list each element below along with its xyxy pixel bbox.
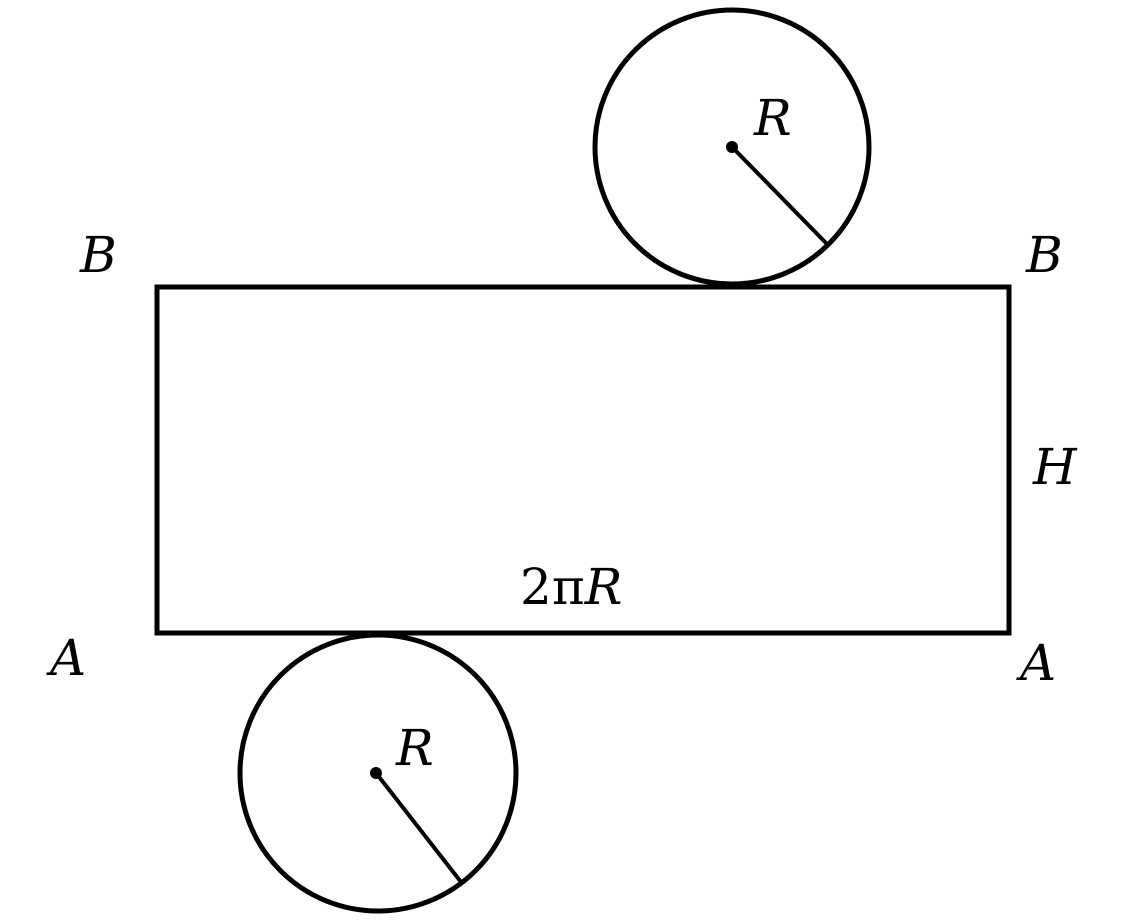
label-top-right-b: B (1025, 226, 1063, 284)
bottom-base-circle (237, 632, 519, 914)
label-bottom-right-a: A (1016, 634, 1056, 692)
circumference-variable: R (584, 558, 623, 616)
bottom-circle-center (370, 767, 382, 779)
top-base-circle (592, 7, 872, 287)
bottom-circle-radius-line (374, 771, 463, 884)
label-circumference: 2πR (520, 558, 622, 616)
label-top-left-b: B (79, 226, 117, 284)
top-circle-radius-line (730, 145, 828, 245)
top-circle-center (726, 141, 738, 153)
circumference-pi: π (552, 558, 585, 616)
label-height: H (1032, 438, 1078, 496)
label-top-circle-radius: R (753, 89, 792, 147)
lateral-surface-rectangle (154, 284, 1012, 636)
label-bottom-left-a: A (46, 629, 86, 687)
circumference-coefficient: 2 (520, 558, 552, 616)
label-bottom-circle-radius: R (395, 719, 434, 777)
